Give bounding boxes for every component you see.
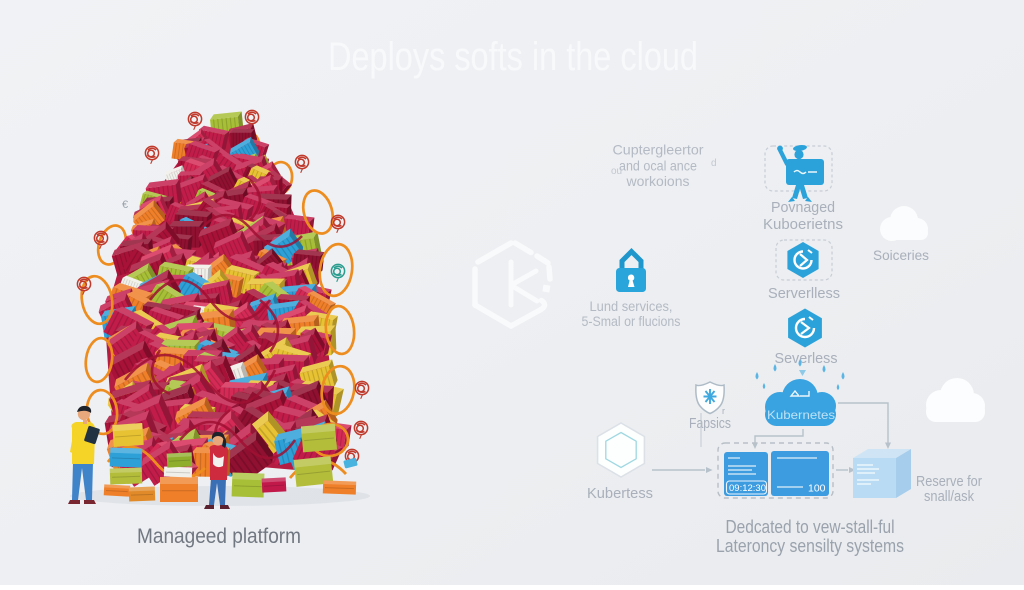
svg-text:workoions: workoions bbox=[626, 173, 690, 189]
svg-text:ou: ou bbox=[611, 166, 622, 177]
svg-text:Lund services,: Lund services, bbox=[590, 299, 673, 314]
svg-text:Deploys softs in the cloud: Deploys softs in the cloud bbox=[328, 35, 698, 79]
svg-text:100: 100 bbox=[808, 483, 826, 495]
svg-text:and ocal ance: and ocal ance bbox=[619, 158, 697, 174]
svg-text:Povnaged: Povnaged bbox=[771, 199, 835, 216]
svg-text:5-Smal or flucions: 5-Smal or flucions bbox=[582, 314, 681, 329]
svg-text:Lateroncy sensilty systems: Lateroncy sensilty systems bbox=[716, 536, 904, 556]
svg-text:Fapsics: Fapsics bbox=[689, 416, 731, 432]
svg-text:Kubertess: Kubertess bbox=[587, 485, 653, 502]
svg-text:Soiceries: Soiceries bbox=[873, 247, 929, 263]
svg-text:Serverlless: Serverlless bbox=[768, 285, 840, 302]
svg-text:Manageed platform: Manageed platform bbox=[137, 525, 301, 548]
svg-text:Dedcated to vew-stall-ful: Dedcated to vew-stall-ful bbox=[726, 517, 895, 537]
svg-text:09:12:30: 09:12:30 bbox=[729, 483, 766, 494]
svg-text:€: € bbox=[122, 199, 128, 211]
svg-text:Severless: Severless bbox=[775, 350, 838, 367]
svg-text:d: d bbox=[711, 158, 717, 169]
svg-text:Cuptergleertor: Cuptergleertor bbox=[613, 142, 704, 158]
svg-text:Reserve for: Reserve for bbox=[916, 474, 982, 490]
svg-text:r: r bbox=[722, 406, 725, 416]
svg-text:Kubernetes: Kubernetes bbox=[767, 408, 835, 422]
svg-text:Kuboerietns: Kuboerietns bbox=[763, 216, 843, 233]
svg-text:snall/ask: snall/ask bbox=[924, 489, 975, 505]
